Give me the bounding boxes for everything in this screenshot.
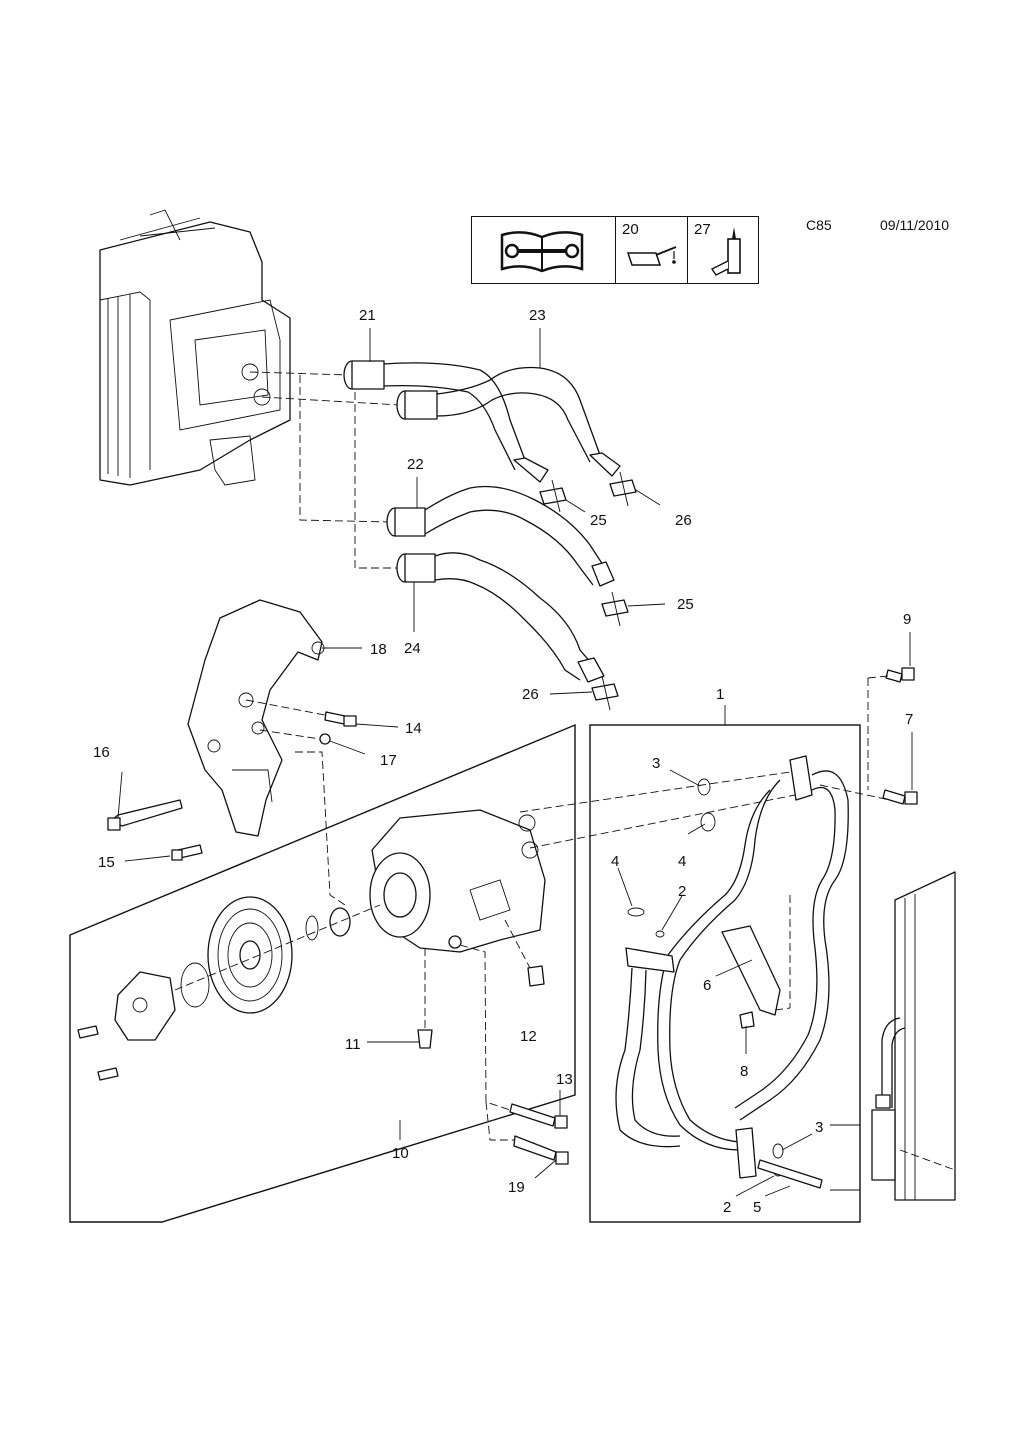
hose-23 <box>396 366 621 477</box>
callout-1: 1 <box>716 686 724 703</box>
compressor-bolts <box>417 919 569 1165</box>
callout-25-a: 25 <box>590 512 607 529</box>
callout-23: 23 <box>529 307 546 324</box>
hose-seals <box>627 667 918 1189</box>
bracket-bolts <box>107 699 357 906</box>
oil-can-icon <box>626 246 677 266</box>
callout-19: 19 <box>508 1179 525 1196</box>
callout-4-a: 4 <box>678 853 686 870</box>
callout-labels: 21 23 22 25 26 25 24 18 26 1 9 14 7 16 1… <box>93 307 913 1216</box>
callout-18: 18 <box>370 641 387 658</box>
callout-12: 12 <box>520 1028 537 1045</box>
hose-clamps <box>539 471 637 711</box>
compressor <box>369 809 546 953</box>
callout-10: 10 <box>392 1145 409 1162</box>
hose-22 <box>386 485 615 587</box>
callout-26-a: 26 <box>675 512 692 529</box>
legend-number-20: 20 <box>622 221 639 238</box>
refrigerant-lines <box>615 755 849 1179</box>
callout-17: 17 <box>380 752 397 769</box>
legend-cell-sealant: 27 <box>688 217 758 283</box>
callout-3-a: 3 <box>652 755 660 772</box>
callout-4-b: 4 <box>611 853 619 870</box>
compressor-pulley <box>77 896 381 1081</box>
compressor-kit-frame <box>69 723 576 1223</box>
callout-8: 8 <box>740 1063 748 1080</box>
hvac-module <box>99 209 291 486</box>
callout-15: 15 <box>98 854 115 871</box>
diagram-code: C85 <box>806 217 832 233</box>
sealant-tube-icon <box>710 227 741 276</box>
legend-cell-oil: 20 <box>616 217 688 283</box>
manual-wrench-icon <box>500 231 584 273</box>
callout-6: 6 <box>703 977 711 994</box>
callout-5: 5 <box>753 1199 761 1216</box>
callout-24: 24 <box>404 640 421 657</box>
callout-9: 9 <box>903 611 911 628</box>
callout-26-b: 26 <box>522 686 539 703</box>
hose-21 <box>343 360 549 483</box>
callout-21: 21 <box>359 307 376 324</box>
callout-2-a: 2 <box>678 883 686 900</box>
hose-assembly-frame <box>589 724 861 1223</box>
legend-number-27: 27 <box>694 221 711 238</box>
callout-3-b: 3 <box>815 1119 823 1136</box>
callout-2-b: 2 <box>723 1199 731 1216</box>
callout-13: 13 <box>556 1071 573 1088</box>
callout-7: 7 <box>905 711 913 728</box>
legend-box: 20 27 <box>471 216 759 284</box>
legend-cell-manual <box>472 217 616 283</box>
callout-14: 14 <box>405 720 422 737</box>
leader-lines <box>117 328 913 1197</box>
callout-16: 16 <box>93 744 110 761</box>
bracket-18 <box>187 599 325 837</box>
callout-22: 22 <box>407 456 424 473</box>
diagram-date: 09/11/2010 <box>880 217 950 233</box>
callout-11: 11 <box>345 1036 361 1053</box>
hose-24 <box>396 552 605 683</box>
callout-25-b: 25 <box>677 596 694 613</box>
condenser <box>871 871 956 1201</box>
